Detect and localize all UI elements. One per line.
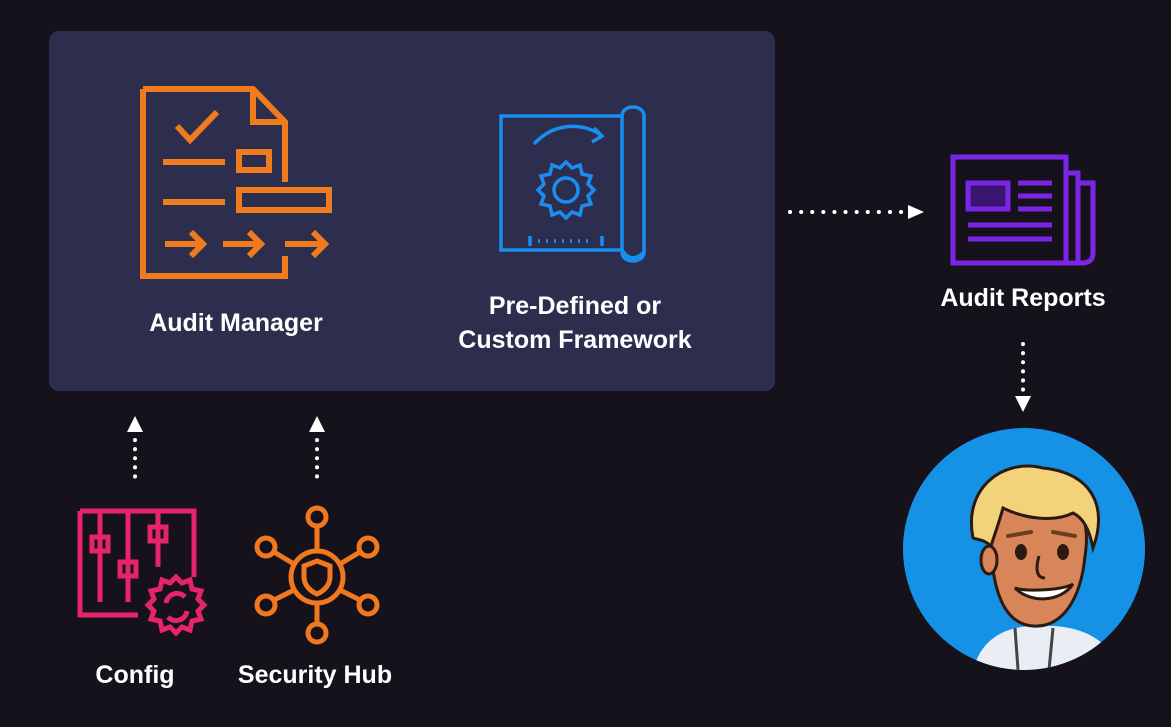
newspaper-report-icon bbox=[950, 154, 1096, 266]
arrow-to-user bbox=[1015, 342, 1031, 412]
arrow-security-hub-to-panel bbox=[309, 416, 325, 484]
framework-blueprint-gear-icon bbox=[499, 105, 646, 263]
security-hub-shield-network-icon bbox=[254, 505, 380, 645]
arrow-to-reports bbox=[788, 205, 924, 219]
arrow-config-to-panel bbox=[127, 416, 143, 484]
audit-manager-label: Audit Manager bbox=[149, 309, 323, 337]
audit-manager-document-icon bbox=[140, 86, 332, 279]
framework-label-line-2: Custom Framework bbox=[458, 326, 692, 354]
framework-label-line-1: Pre-Defined or bbox=[488, 292, 662, 320]
security-hub-label: Security Hub bbox=[237, 661, 393, 689]
config-label: Config bbox=[95, 661, 175, 689]
user-avatar bbox=[903, 428, 1145, 670]
user-avatar-illustration bbox=[970, 464, 1118, 670]
config-sliders-gear-icon bbox=[77, 508, 208, 637]
audit-reports-label: Audit Reports bbox=[940, 284, 1106, 312]
